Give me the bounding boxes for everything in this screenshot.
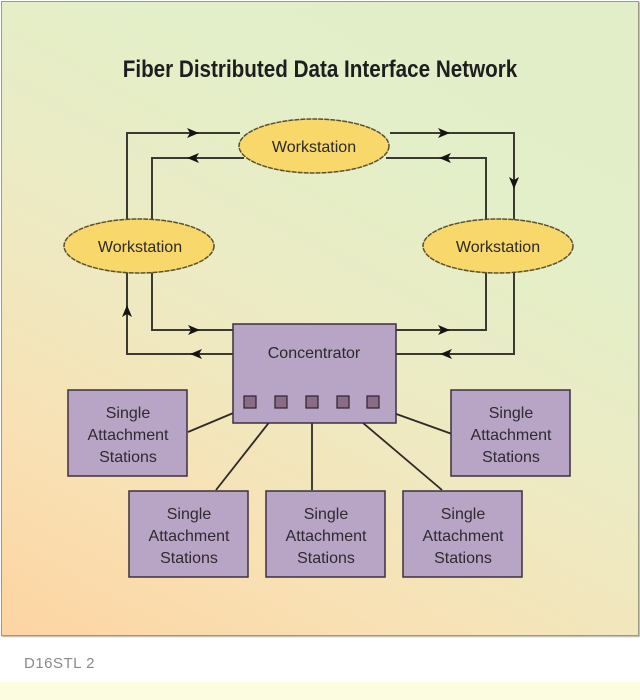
ring-line-top-left-inner (151, 157, 244, 226)
station-5-line3: Stations (482, 449, 540, 466)
concentrator: Concentrator (232, 323, 397, 424)
arrow-right-icon (438, 325, 450, 335)
station-5-line1: Single (489, 405, 534, 422)
arrow-right-icon (188, 325, 200, 335)
station-3-line3: Stations (297, 550, 355, 567)
station-4-line3: Stations (434, 550, 492, 567)
ring-line-right-inner-down (396, 270, 487, 331)
ring-inner (151, 157, 487, 331)
concentrator-port-1 (243, 395, 257, 409)
workstation-top: Workstation (238, 118, 390, 174)
arrow-down-icon (509, 177, 519, 189)
station-2-line1: Single (167, 506, 212, 523)
station-1-line3: Stations (99, 449, 157, 466)
station-5-line2: Attachment (471, 427, 552, 444)
bottom-strip (0, 682, 640, 700)
concentrator-port-3 (305, 395, 319, 409)
workstation-left: Workstation (63, 218, 215, 274)
diagram-title: Fiber Distributed Data Interface Network (122, 56, 518, 83)
concentrator-port-2 (274, 395, 288, 409)
arrow-left-icon (439, 153, 451, 163)
arrow-up-icon (122, 305, 132, 317)
ring-line-top-left-outer (126, 132, 240, 227)
station-4-line2: Attachment (423, 528, 504, 545)
station-4-line1: Single (441, 506, 486, 523)
station-2-line3: Stations (160, 550, 218, 567)
ring-line-right-outer-down (396, 270, 515, 355)
concentrator-port-4 (336, 395, 350, 409)
station-box-3: Single Attachment Stations (265, 490, 386, 578)
arrow-left-icon (190, 349, 202, 359)
concentrator-port-5 (366, 395, 380, 409)
arrow-right-icon (438, 128, 450, 138)
station-1-line1: Single (106, 405, 151, 422)
station-box-1: Single Attachment Stations (67, 389, 188, 477)
concentrator-label: Concentrator (268, 345, 361, 362)
station-1-line2: Attachment (88, 427, 169, 444)
station-box-5: Single Attachment Stations (450, 389, 571, 477)
station-2-line2: Attachment (149, 528, 230, 545)
arrow-left-icon (187, 153, 199, 163)
station-3-line2: Attachment (286, 528, 367, 545)
arrowheads (122, 128, 519, 359)
arrow-right-icon (187, 128, 199, 138)
workstation-right-label: Workstation (456, 239, 540, 256)
workstation-right: Workstation (422, 218, 574, 274)
ring-line-left-outer-down (126, 270, 234, 355)
arrow-left-icon (440, 349, 452, 359)
ring-line-top-right-inner (386, 157, 487, 226)
station-box-4: Single Attachment Stations (402, 490, 523, 578)
ring-line-left-inner-down (151, 270, 234, 331)
ring-line-top-right-outer (390, 132, 515, 227)
station-box-2: Single Attachment Stations (128, 490, 249, 578)
workstation-top-label: Workstation (272, 139, 356, 156)
station-3-line1: Single (304, 506, 349, 523)
figure-id: D16STL 2 (24, 655, 95, 672)
workstation-left-label: Workstation (98, 239, 182, 256)
